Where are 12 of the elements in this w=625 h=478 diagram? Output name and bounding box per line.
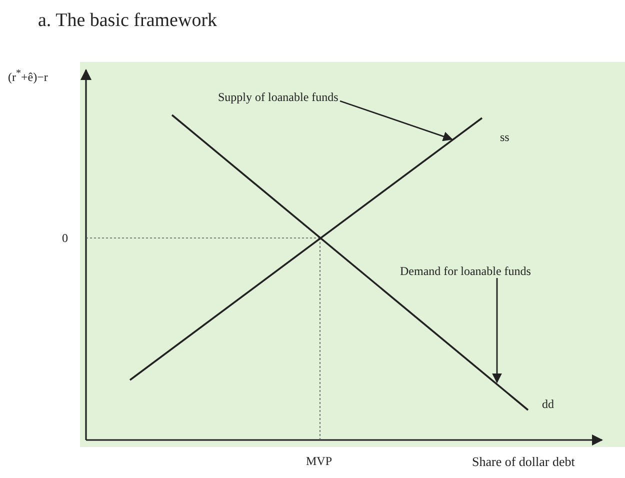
- curve-name: ss: [500, 130, 510, 145]
- leader-arrow: [492, 278, 502, 384]
- tick-label: MVP: [306, 454, 332, 469]
- leader-arrow: [340, 100, 453, 142]
- curve-line: [171, 114, 529, 411]
- tick-label: 0: [62, 231, 68, 246]
- curve-label: Demand for loanable funds: [400, 264, 531, 279]
- curve-name: dd: [542, 397, 554, 412]
- chart-title: a. The basic framework: [38, 10, 218, 32]
- curve-label: Supply of loanable funds: [218, 90, 338, 105]
- axis-label: (r$^{*}$+ê)−r: [8, 68, 48, 85]
- axis-label: Share of dollar debt: [472, 454, 575, 470]
